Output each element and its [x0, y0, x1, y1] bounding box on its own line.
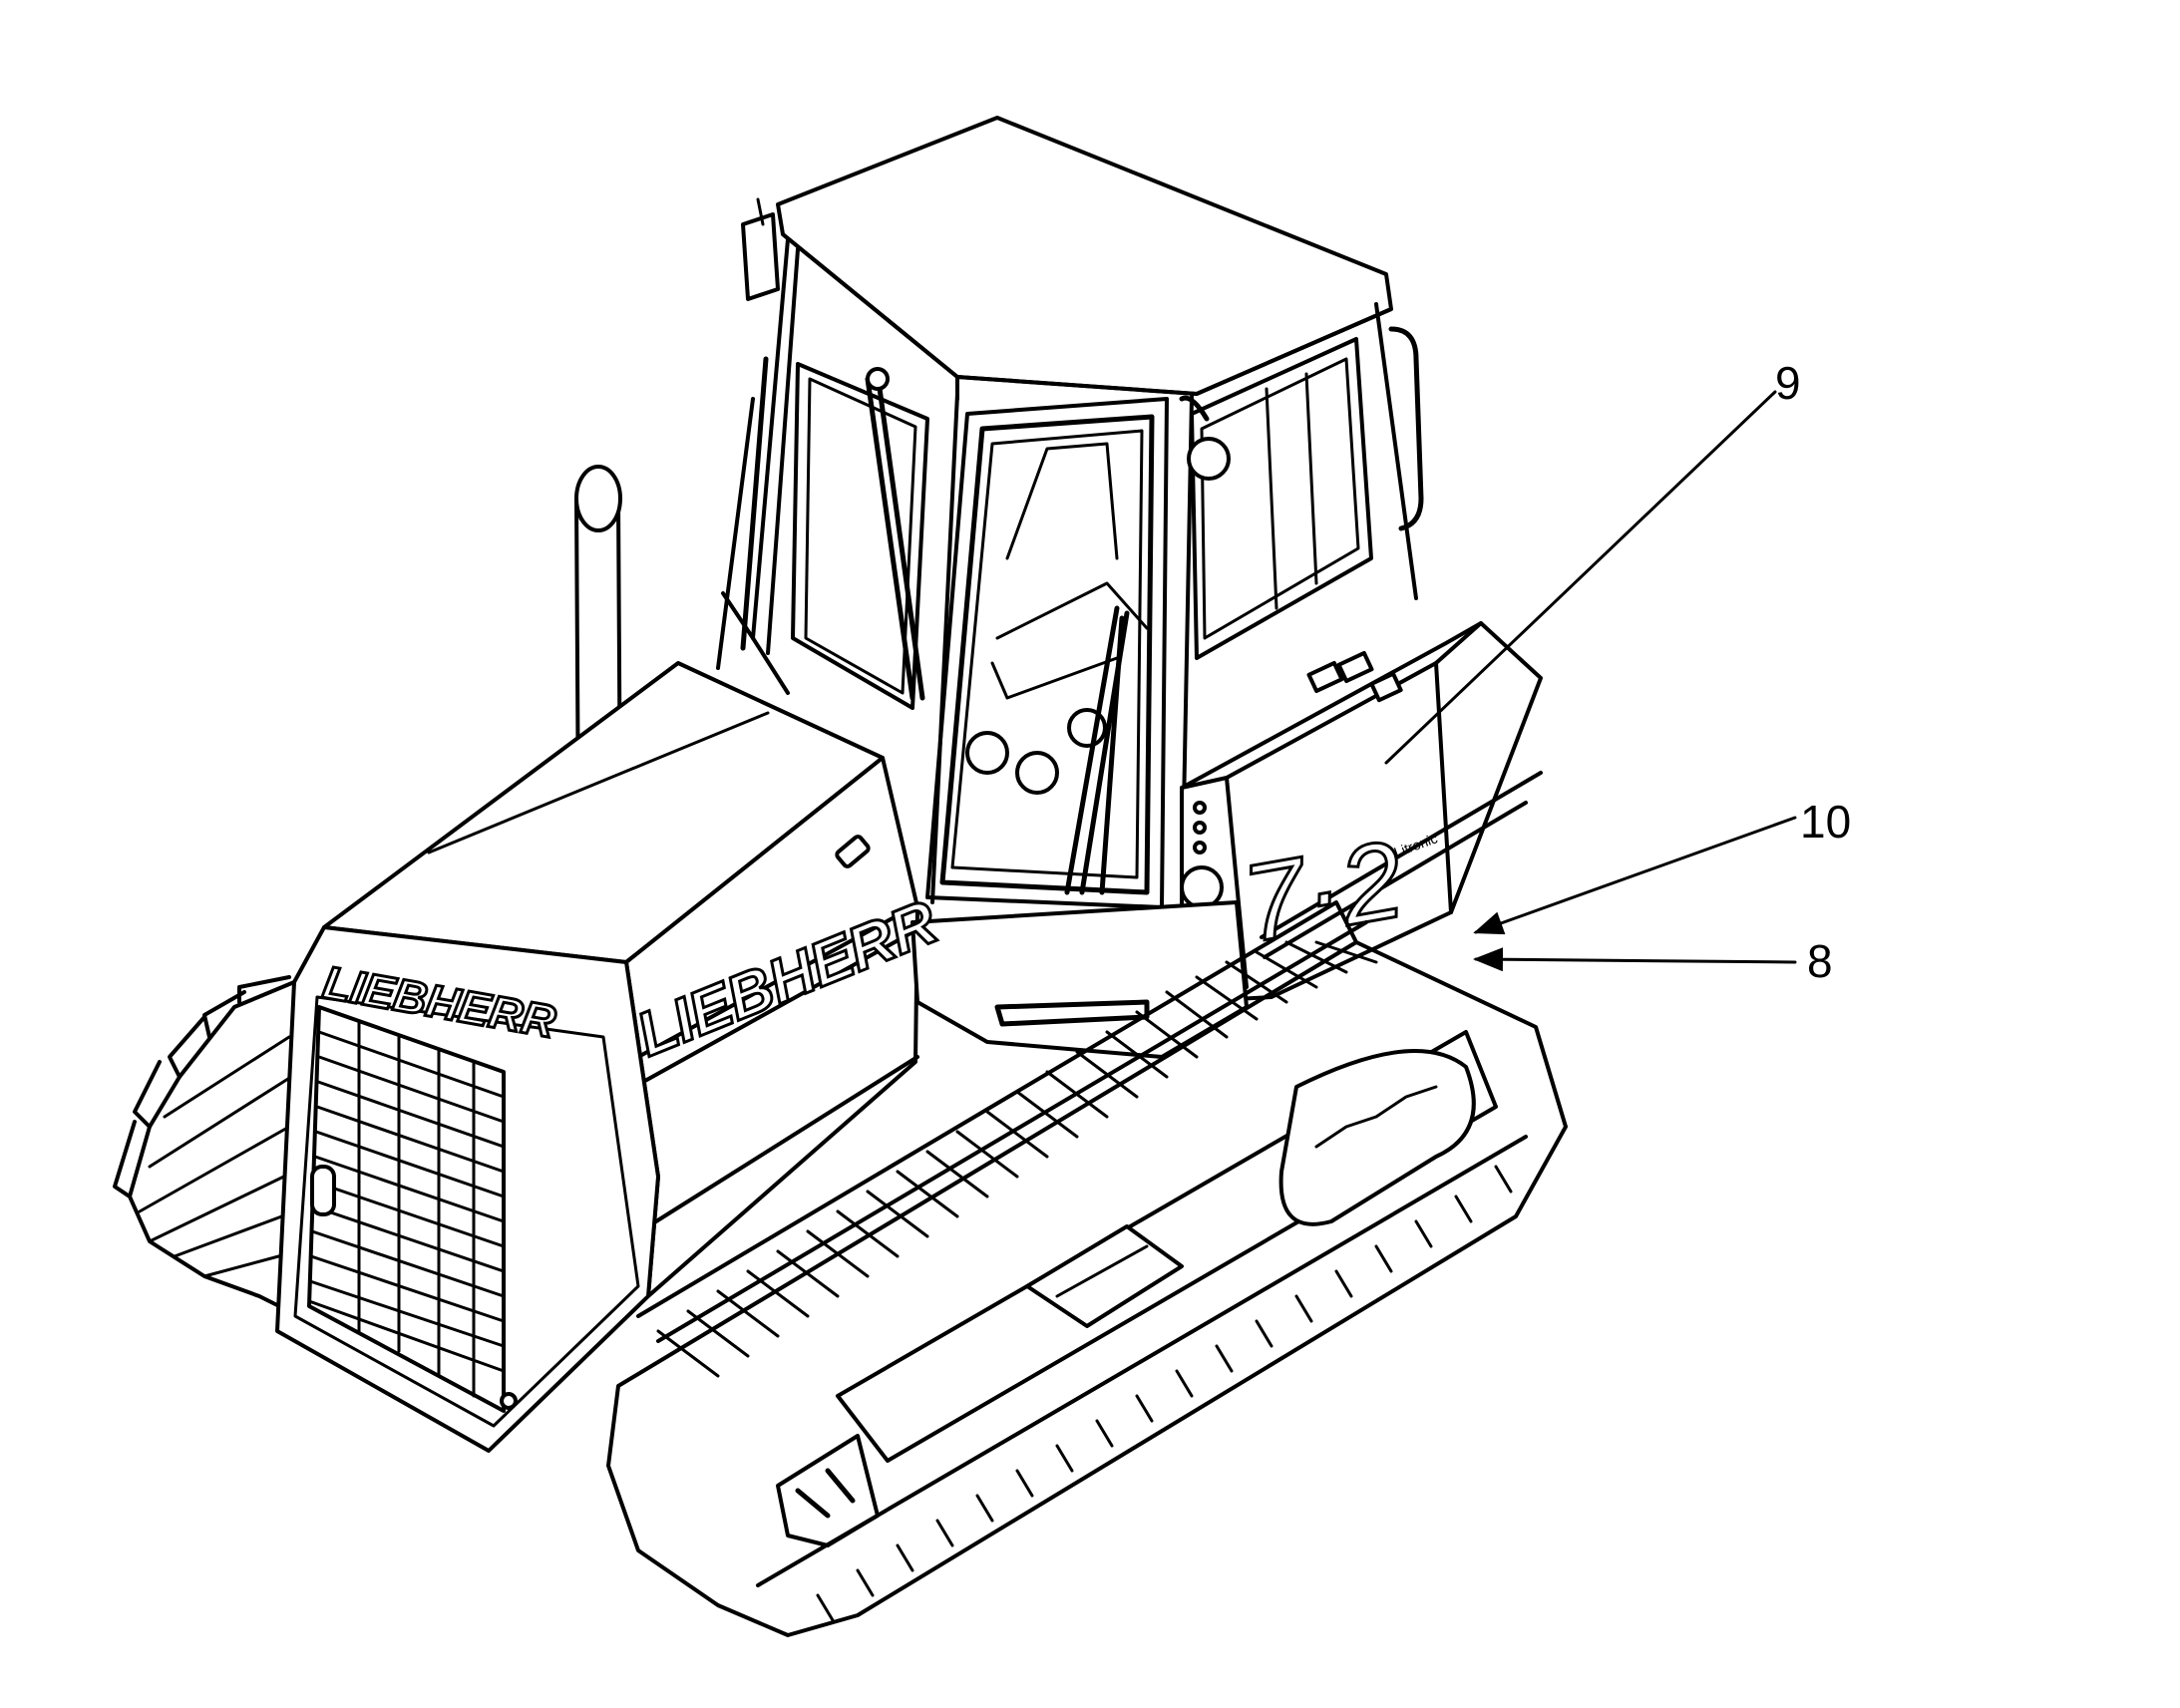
right-track-lower-grousers — [816, 1165, 1513, 1622]
drive-sprocket — [776, 1434, 880, 1547]
callout-10: 10 — [1473, 796, 1851, 935]
left-track-grousers — [113, 975, 299, 1278]
cab-work-light — [1187, 437, 1231, 481]
callout-10-label: 10 — [1800, 796, 1851, 848]
rear-fender: 7·2 Litronic — [910, 621, 1543, 1059]
radiator-front — [275, 925, 660, 1453]
left-track — [113, 975, 301, 1318]
callout-8: 8 — [1473, 935, 1833, 987]
front-idler — [1278, 1049, 1476, 1226]
operator-cab — [716, 116, 1424, 914]
callout-9-label: 9 — [1775, 357, 1801, 409]
tow-handle — [994, 999, 1150, 1027]
right-track — [606, 900, 1568, 1637]
front-emblem — [310, 1165, 336, 1216]
engine-hood — [322, 661, 919, 1298]
model-logo: 7·2 — [1235, 818, 1412, 966]
rear-light — [1180, 865, 1224, 909]
callout-9: 9 — [1384, 357, 1801, 765]
callout-8-label: 8 — [1807, 935, 1833, 987]
front-bolt — [500, 1392, 518, 1410]
rear-work-light — [741, 212, 780, 301]
